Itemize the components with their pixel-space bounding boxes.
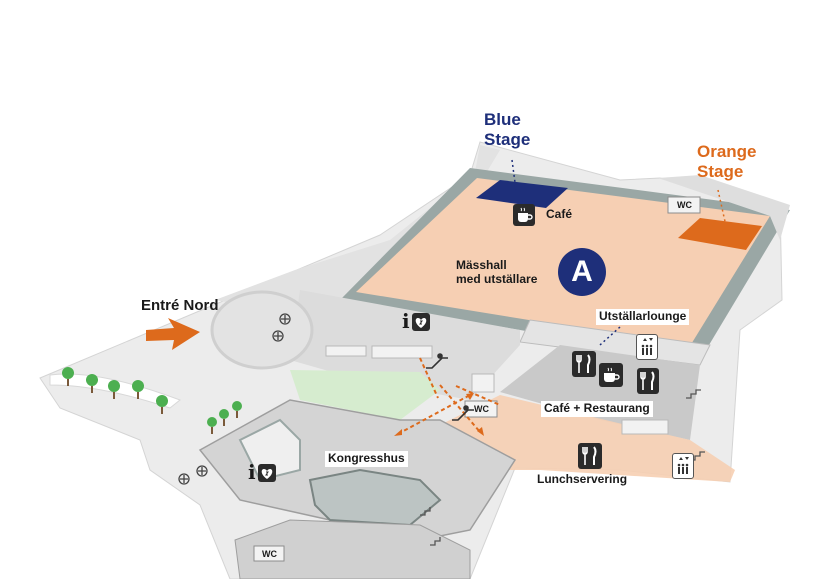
exhibitor-lounge-label: Utställarlounge [596,309,690,325]
tree-icon [49,367,242,434]
congress-lower [234,519,471,579]
fork-knife-icon-restaurant [637,368,659,394]
hall-name-line1: Mässhall [456,258,507,272]
wc-label-lower: WC [262,549,277,559]
defibrillator-icon [412,313,430,331]
east-wing [658,175,790,240]
entry-marker-icon [178,313,291,485]
orange-stage-line2: Stage [697,161,744,181]
cafe-label: Café [546,207,573,221]
stairs-icon [420,389,705,546]
fork-knife-icon [572,351,596,377]
lunch-label: Lunchservering [537,472,628,486]
entrance-label: Entré Nord [141,297,219,314]
leader-lines [511,159,621,346]
hall-a-badge[interactable]: A [558,248,606,296]
info-icon: i [402,309,410,333]
blue-stage-line1: Blue [484,110,521,129]
green-lawn [290,370,440,420]
wc-label-middle: WC [474,404,489,414]
route-arrowheads [394,393,484,436]
walking-route[interactable] [397,357,501,435]
cafe-restaurant-label: Café + Restaurang [541,401,653,417]
wc-box-lower [253,545,285,562]
entrance-arrow-icon [146,318,200,350]
blue-stage-line2: Stage [484,129,531,149]
hall-name-line2: med utställare [456,271,538,286]
elevator-icon-lunch [672,453,694,479]
blue-stage-area [476,180,568,208]
defibrillator-icon-congress [258,464,276,482]
congress-courtyard [238,418,301,482]
orange-leader-line [717,189,727,227]
wc-box-top [667,196,701,214]
elevator-icon [636,334,658,360]
coffee-icon-restaurant [599,363,623,387]
hall-name: Mässhall med utställare [456,258,538,287]
congress-label: Kongresshus [325,451,408,467]
fork-knife-icon-lunch [578,443,602,469]
orange-stage-label: Orange Stage [697,142,757,181]
window-rows [325,345,669,435]
blue-stage-label: Blue Stage [484,110,530,149]
escalator-icon [426,353,474,421]
coffee-icon [513,204,535,226]
info-icon-congress: i [248,460,256,484]
entrance-rotunda [210,290,314,370]
orange-stage-area [678,218,762,250]
orange-stage-line1: Orange [697,142,757,161]
wc-label-top: WC [677,200,692,210]
